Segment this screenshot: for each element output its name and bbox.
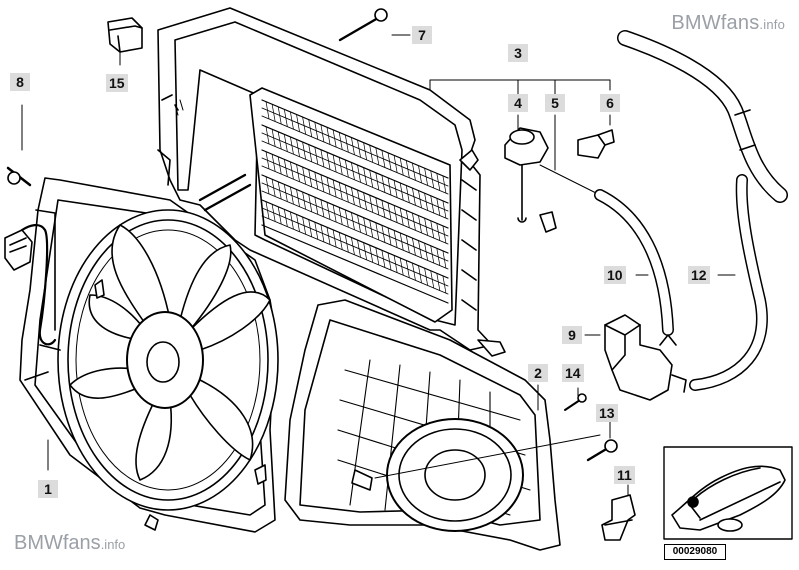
watermark-bottom: BMWfans.info (14, 532, 125, 555)
callout-2: 2 (528, 364, 548, 382)
bracket-5 (539, 211, 557, 233)
screw-13 (586, 439, 618, 462)
callout-12: 12 (688, 266, 710, 284)
callout-6: 6 (600, 94, 620, 112)
fan-shroud-left (19, 177, 279, 533)
callout-13: 13 (596, 404, 618, 422)
screw-8 (6, 104, 32, 187)
callout-4: 4 (508, 94, 528, 112)
callout-5: 5 (545, 94, 565, 112)
callout-1: 1 (38, 480, 58, 498)
callout-15: 15 (106, 74, 128, 92)
pressure-switch-4 (504, 127, 549, 223)
watermark-top-suffix: .info (759, 17, 785, 32)
watermark-bottom-brand: BMWfans (14, 532, 101, 554)
leader-lines (47, 34, 736, 496)
callout-11: 11 (614, 466, 635, 484)
hoses (594, 30, 788, 391)
callout-3: 3 (508, 44, 528, 62)
callout-7: 7 (412, 26, 432, 44)
fan-connector (4, 224, 57, 346)
screw-7 (338, 8, 388, 42)
callout-9: 9 (562, 326, 582, 344)
watermark-top: BMWfans.info (671, 12, 785, 35)
document-id: 00029080 (664, 544, 726, 560)
valve-9 (604, 314, 687, 401)
fan-shroud-right (284, 299, 561, 551)
radiator-condenser (157, 7, 506, 357)
screw-14 (564, 393, 587, 411)
callout-8: 8 (10, 73, 30, 91)
location-inset (663, 446, 793, 540)
callout-10: 10 (604, 266, 626, 284)
watermark-top-brand: BMWfans (671, 12, 760, 34)
clip-15 (107, 17, 143, 53)
callout-14: 14 (562, 364, 584, 382)
watermark-bottom-suffix: .info (100, 537, 126, 552)
grommet-6 (577, 129, 615, 159)
clip-11 (601, 494, 636, 541)
